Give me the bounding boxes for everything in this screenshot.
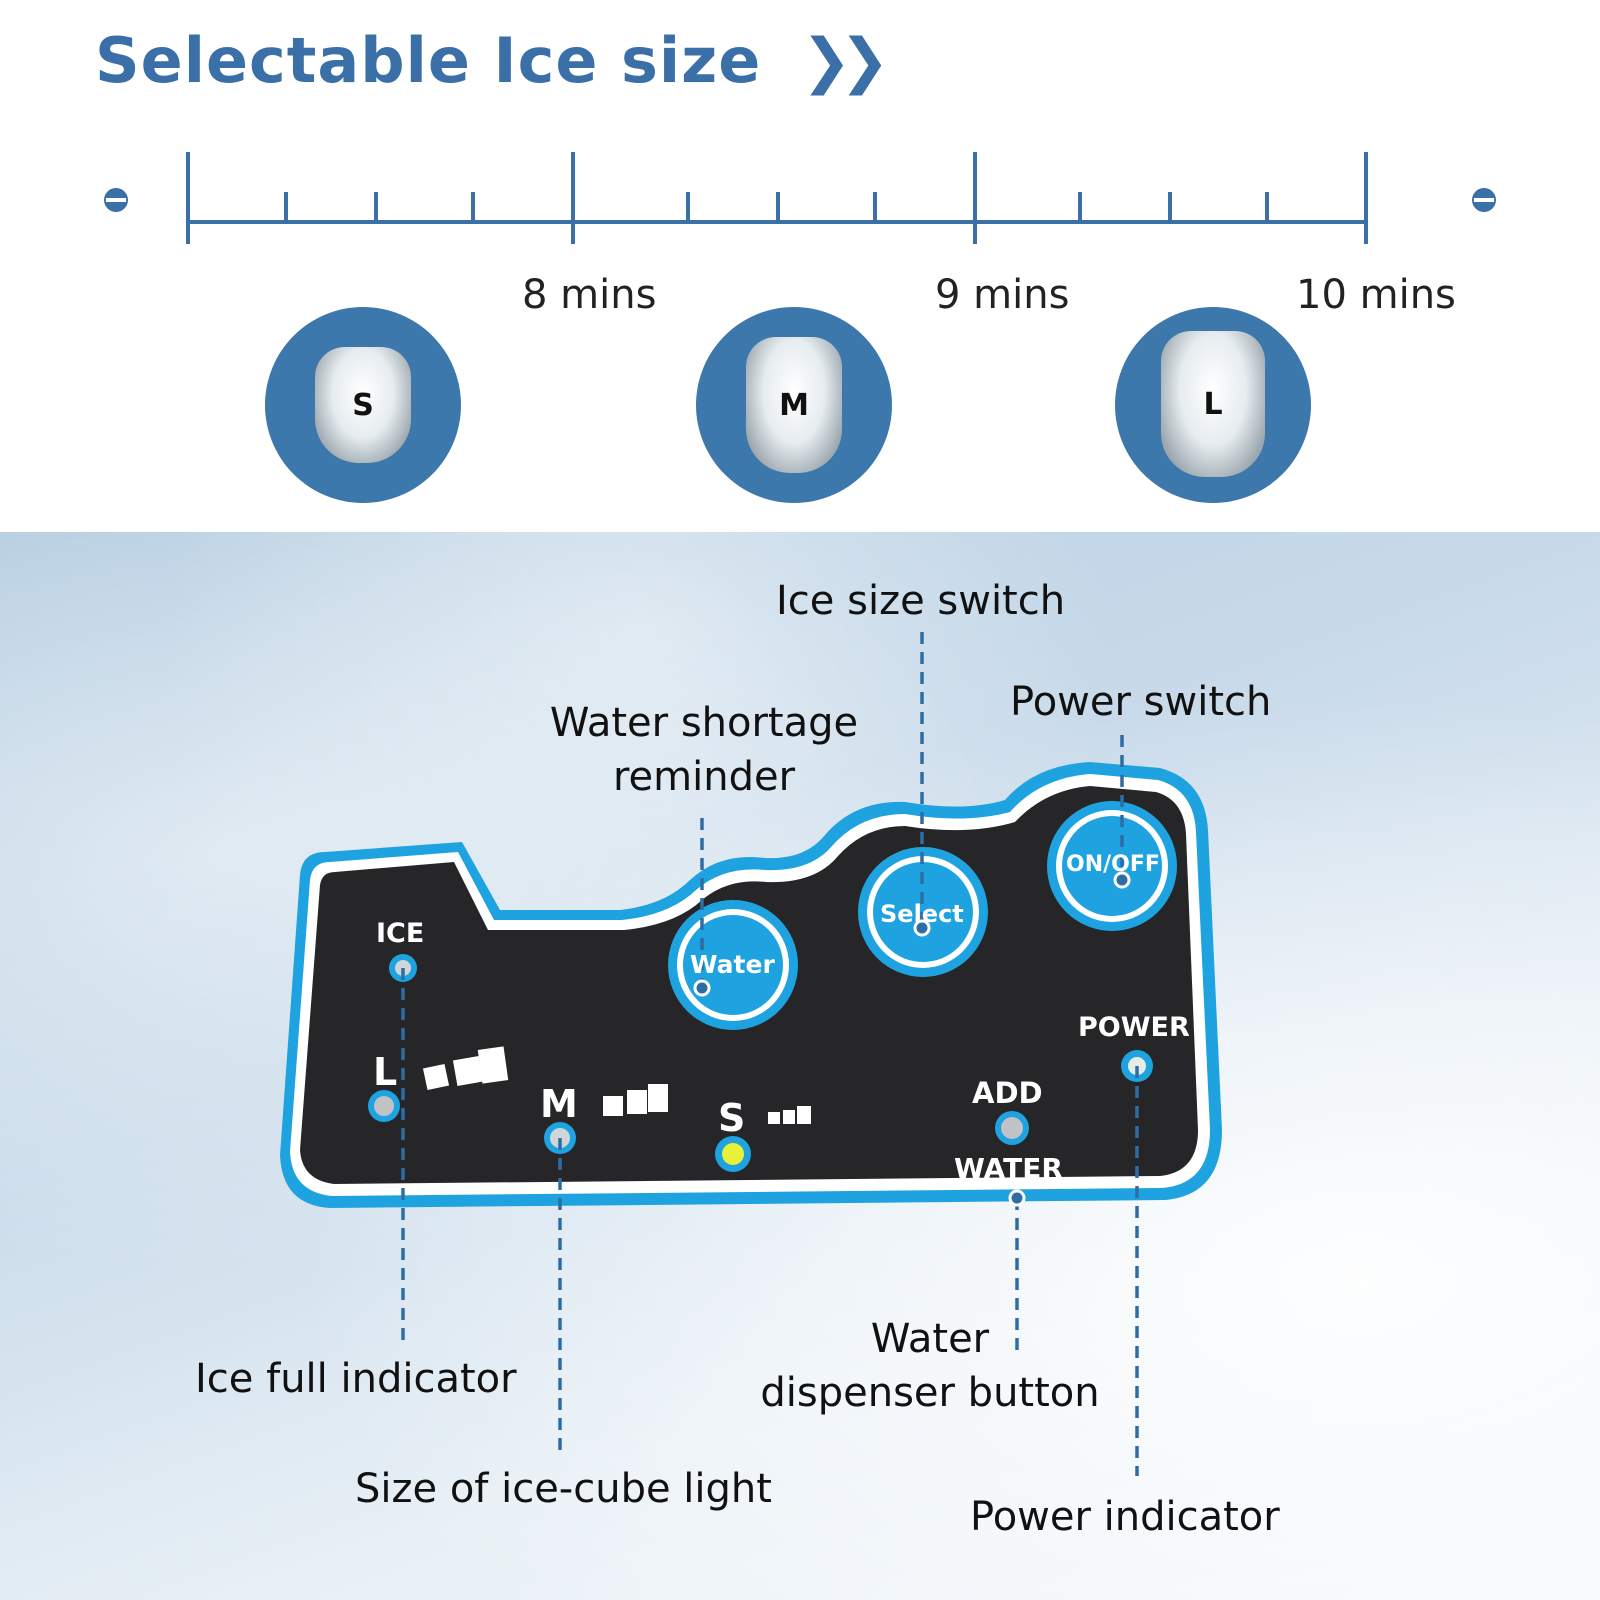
- minus-icon: [104, 188, 128, 212]
- ice-cube-image: M: [746, 337, 842, 473]
- ice-size-m: M: [696, 307, 892, 503]
- onoff-button: [1047, 801, 1177, 931]
- ice-cube-icon: [603, 1084, 668, 1116]
- timeline-ruler: [104, 152, 1496, 244]
- add-water-led: [995, 1111, 1029, 1145]
- power-label: POWER: [1078, 1012, 1190, 1043]
- ice-cube-image: L: [1161, 331, 1265, 477]
- callout-size-light: Size of ice-cube light: [355, 1466, 772, 1512]
- onoff-button-label[interactable]: ON/OFF: [1066, 852, 1160, 877]
- ice-cube-icon: [422, 1046, 509, 1091]
- callout-lines: [401, 632, 1139, 1476]
- callout-water-dispenser-line2: dispenser button: [760, 1370, 1100, 1416]
- minus-icon: [1472, 188, 1496, 212]
- callout-water-shortage-line2: reminder: [612, 754, 796, 800]
- callout-ice-full: Ice full indicator: [195, 1356, 517, 1402]
- size-l-led: [368, 1090, 400, 1122]
- size-m-label: M: [540, 1082, 578, 1126]
- select-button-label[interactable]: Select: [880, 900, 964, 928]
- callout-ice-size-switch: Ice size switch: [776, 578, 1066, 624]
- ice-size-s: S: [265, 307, 461, 503]
- callout-water-shortage-line1: Water shortage: [549, 700, 859, 746]
- time-label-9: 9 mins: [935, 272, 1070, 318]
- callout-water-dispenser-line1: Water: [870, 1316, 990, 1362]
- ice-cube-icon: [768, 1106, 811, 1124]
- title-row: Selectable Ice size ❯❯: [95, 24, 890, 97]
- water-label: WATER: [954, 1152, 1063, 1185]
- callout-power-indicator: Power indicator: [970, 1494, 1280, 1540]
- time-label-10: 10 mins: [1296, 272, 1456, 318]
- time-label-8: 8 mins: [522, 272, 657, 318]
- callout-power-switch: Power switch: [1010, 679, 1272, 725]
- page-title: Selectable Ice size: [95, 24, 762, 97]
- size-s-led: [715, 1136, 751, 1172]
- ice-label: ICE: [376, 918, 425, 949]
- ice-size-l: L: [1115, 307, 1311, 503]
- double-chevron-right-icon: ❯❯: [801, 25, 889, 96]
- water-button-label[interactable]: Water: [690, 950, 775, 979]
- add-label: ADD: [972, 1076, 1043, 1110]
- size-s-label: S: [718, 1096, 746, 1140]
- size-l-label: L: [373, 1050, 398, 1094]
- ice-cube-image: S: [315, 347, 411, 463]
